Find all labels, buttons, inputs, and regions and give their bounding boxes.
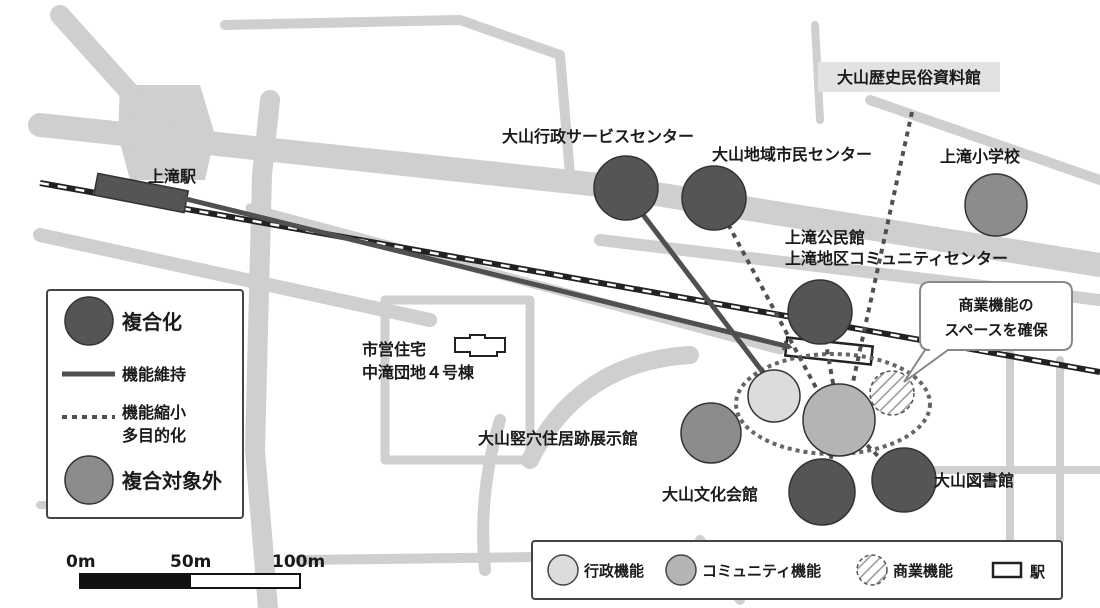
legend-commercial-swatch [856,554,888,586]
scale-label-0: 0m [66,552,96,572]
road-south-down [477,414,506,576]
gyosei-center-label: 大山行政サービスセンター [502,127,694,146]
housing-label-1: 市営住宅 [362,340,426,359]
road-right-upper [865,95,1100,185]
pit-dwelling-label: 大山竪穴住居跡展示館 [478,429,638,448]
road-top-right [811,21,824,124]
facility-circles [593,155,1028,526]
flow-maintain-gyosei [626,193,777,391]
callout-line-1: 商業機能の [958,296,1033,314]
scale-label-100: 100m [272,552,325,572]
target-zone [734,352,932,456]
legend-excluded-swatch [64,455,114,505]
legend-reduce-label-1: 機能縮小 [122,403,186,422]
museum-label-box [818,62,1000,92]
housing-icon [454,334,506,357]
legend-commercial-label: 商業機能 [893,562,953,580]
chiiki-center-circle [681,165,747,231]
chiiki-center-label: 大山地域市民センター [712,145,872,164]
callout-line-2: スペースを確保 [944,321,1048,339]
kamitaki-station-label: 上滝駅 [148,167,197,186]
library-circle [871,447,937,513]
library-label: 大山図書館 [934,471,1014,490]
flow-maintain-station [181,195,793,351]
community-function-circle [802,383,876,457]
commercial-function-circle [869,370,915,416]
flow-reduce-chiiki [712,197,830,413]
culture-hall-label: 大山文化会館 [662,485,758,504]
road-south-curve [521,346,699,469]
legend-left: 複合化 機能維持 機能縮小 多目的化 複合対象外 [46,289,244,519]
legend-excluded-label: 複合対象外 [122,469,222,493]
housing-label-2: 中滝団地４号棟 [362,363,475,382]
scale-label-50: 50m [170,552,211,572]
legend-station-swatch [991,561,1023,579]
legend-admin-label: 行政機能 [583,562,644,580]
road-top-loop [220,15,575,180]
pit-dwelling-circle [680,402,742,464]
road-west-low [33,228,437,327]
gyosei-center-circle [593,155,659,221]
admin-function-circle [747,369,801,423]
legend-reduce-label-2: 多目的化 [122,426,186,445]
kamitaki-station-marker [92,172,190,214]
road-nw [50,5,160,125]
commercial-callout: 商業機能の スペースを確保 [903,281,1073,383]
legend-complex-swatch [64,296,114,346]
kominkan-label-2: 上滝地区コミュニティセンター [785,249,1008,268]
legend-complex-label: 複合化 [122,310,182,334]
legend-maintain-label: 機能維持 [122,365,186,384]
elementary-label: 上滝小学校 [940,147,1021,166]
museum-label: 大山歴史民俗資料館 [837,68,981,87]
kominkan-label-1: 上滝公民館 [785,228,865,247]
legend-station-label: 駅 [1029,563,1046,581]
scale-bar: 0m 50m 100m [66,552,325,589]
kominkan-circle [787,279,853,345]
elementary-circle [964,173,1028,237]
culture-hall-circle [788,458,856,526]
legend-admin-swatch [547,554,579,586]
legend-community-swatch [665,554,697,586]
legend-community-label: コミュニティ機能 [702,562,821,580]
legend-bottom: 行政機能 コミュニティ機能 商業機能 駅 [531,540,1063,600]
road-vertical-left [245,90,280,608]
